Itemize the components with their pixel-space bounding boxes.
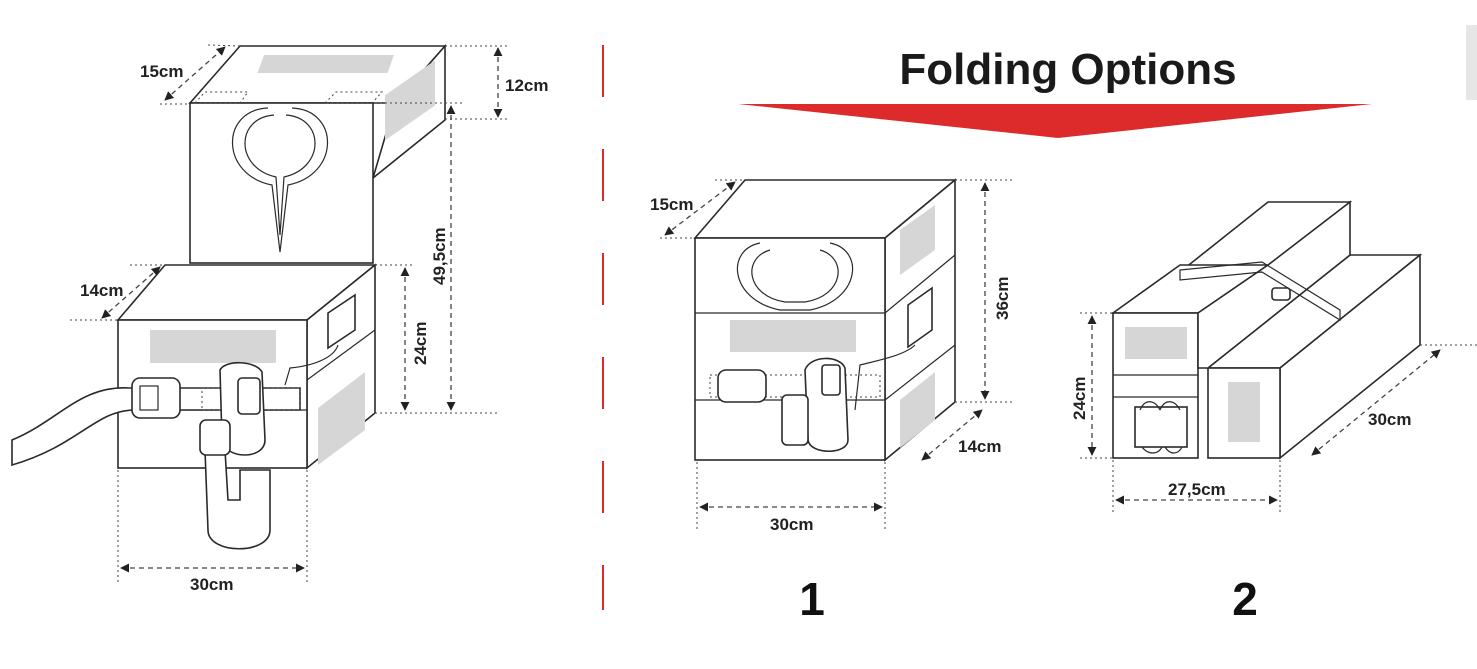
opt1-dim-height: 36cm: [993, 277, 1012, 320]
dim-top-height: 12cm: [505, 76, 548, 95]
option-2-figure: 24cm 30cm 27,5cm 2: [1070, 200, 1477, 625]
dim-line-top-depth: [164, 46, 226, 101]
dim-total-height: 49,5cm: [430, 227, 449, 285]
opt2-buckle: [1271, 287, 1291, 301]
opt1-front-label-panel: [730, 320, 856, 352]
opt2-strap: [1179, 261, 1341, 322]
opt1-handle: [736, 242, 854, 311]
left-figure-unfolded-bag: 15cm 12cm 49,5cm 14cm 24cm 30cm: [11, 43, 548, 594]
option-1-figure: 15cm 36cm 14cm 30cm 1: [650, 178, 1015, 625]
opt1-dim-depth: 15cm: [650, 195, 693, 214]
box-side-panel: [318, 372, 365, 465]
opt1-dim-width: 30cm: [770, 515, 813, 534]
box-front-label-panel: [150, 330, 276, 363]
opt2-dim-length: 30cm: [1368, 410, 1411, 429]
opt1-buckle-left[interactable]: [717, 369, 767, 403]
opt2-dim-line-length: [1311, 349, 1441, 456]
opt1-dim-line-depth: [664, 181, 736, 236]
lid-label-panel: [257, 55, 394, 73]
option-1-number: 1: [799, 573, 825, 625]
opt2-left-label-panel: [1125, 327, 1187, 359]
buckle-center[interactable]: [237, 377, 261, 415]
opt1-side-panel-bottom: [900, 372, 935, 448]
opt1-side-pocket: [907, 286, 933, 349]
opt2-pocket: [1134, 406, 1188, 448]
handle-loop: [232, 107, 328, 253]
dim-top-depth: 15cm: [140, 62, 183, 81]
dim-line-side-depth: [101, 266, 161, 319]
opt2-dim-width: 27,5cm: [1168, 480, 1226, 499]
red-arrow-banner: [738, 104, 1372, 138]
opt2-right-label-panel: [1228, 382, 1260, 442]
side-pocket: [327, 293, 356, 350]
dim-side-depth: 14cm: [80, 281, 123, 300]
dim-box-height: 24cm: [411, 322, 430, 365]
edge-strip: [1466, 25, 1477, 100]
option-2-number: 2: [1232, 573, 1258, 625]
opt1-dim-side-depth: 14cm: [958, 437, 1001, 456]
lid-side-panel: [385, 60, 435, 141]
opt1-dim-line-side-depth: [921, 409, 983, 461]
opt2-dim-height: 24cm: [1070, 377, 1089, 420]
opt1-buckle-center[interactable]: [821, 364, 841, 396]
opt1-buckle-bottom[interactable]: [781, 394, 809, 446]
dim-width: 30cm: [190, 575, 233, 594]
opt1-side-panel-top: [900, 205, 935, 275]
buckle-bottom[interactable]: [199, 419, 231, 456]
hanging-strap[interactable]: [204, 449, 271, 550]
page-title: Folding Options: [899, 45, 1236, 94]
buckle-left[interactable]: [131, 377, 181, 419]
